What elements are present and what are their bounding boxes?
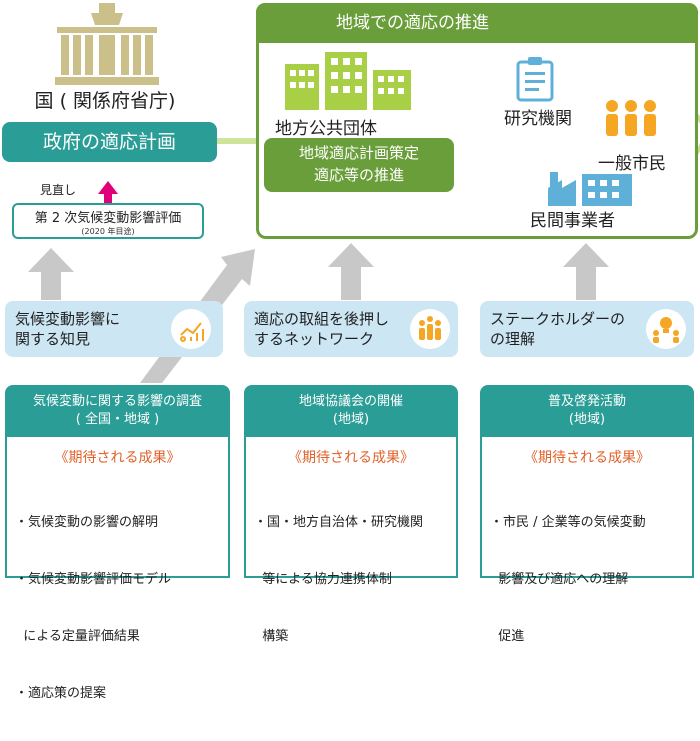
knowledge-3-line1: ステークホルダーの [490,310,626,328]
impact-assessment-date: (2020 年目途) [81,227,135,236]
lightbulb-people-icon [646,309,686,349]
outreach-heading-line2: (地域) [568,412,606,427]
government-building-icon [55,3,159,85]
impact-assessment-box: 第 2 次気候変動影響評価 (2020 年目途) [12,203,204,239]
list-item: 促進 [490,629,525,644]
clipboard-icon [516,57,554,102]
research-institution-label: 研究機関 [504,109,572,129]
council-heading-line2: (地域) [332,412,370,427]
business-label: 民間事業者 [530,211,615,231]
list-item: ・市民 / 企業等の気候変動 [490,515,646,530]
list-item: ・国・地方自治体・研究機関 [254,515,424,530]
arrow-col3 [563,243,609,300]
knowledge-box-2: 適応の取組を後押し するネットワーク [244,301,458,357]
arrow-col2 [328,243,374,300]
network-people-icon [410,309,450,349]
government-plan-box: 政府の適応計画 [2,122,217,162]
review-arrow [98,181,118,203]
list-item: による定量評価結果 [15,629,140,644]
review-label: 見直し [40,183,77,197]
council-expected-title: 《期待される成果》 [288,450,414,466]
list-item: 構築 [254,629,289,644]
list-item: ・気候変動の影響の解明 [15,515,159,530]
survey-heading-line1: 気候変動に関する影響の調査 [32,394,202,409]
council-heading: 地域協議会の開催 (地域) [244,385,458,437]
knowledge-2-line1: 適応の取組を後押し [254,310,390,328]
gov-to-region-connector [217,138,256,144]
knowledge-box-3: ステークホルダーの の理解 [480,301,694,357]
outreach-expected-title: 《期待される成果》 [524,450,650,466]
survey-results-panel: 《期待される成果》 ・気候変動の影響の解明 ・気候変動影響評価モデル による定量… [5,437,230,701]
knowledge-2-line2: するネットワーク [254,330,375,348]
local-plan-line2: 適応等の推進 [313,166,404,184]
local-government-buildings-icon [285,52,411,110]
impact-assessment-title: 第 2 次気候変動影響評価 [34,211,182,226]
outreach-heading: 普及啓発活動 (地域) [480,385,694,437]
survey-expected-title: 《期待される成果》 [54,450,181,466]
knowledge-box-1: 気候変動影響に 関する知見 [5,301,223,357]
local-government-label: 地方公共団体 [275,119,377,139]
government-label: 国 ( 関係府省庁) [34,90,176,112]
council-heading-line1: 地域協議会の開催 [298,394,403,409]
survey-heading-line2: ( 全国・地域 ) [75,412,160,427]
knowledge-1-line1: 気候変動影響に [15,310,121,328]
arrow-col1-left [28,248,74,300]
knowledge-1-line2: 関する知見 [15,330,91,348]
chart-person-icon [171,309,211,349]
knowledge-3-line2: の理解 [490,330,536,348]
regional-adaptation-title: 地域での適応の推進 [256,3,698,43]
citizen-label: 一般市民 [598,154,666,174]
council-results-panel: 《期待される成果》 ・国・地方自治体・研究機関 等による協力連携体制 構築 [244,437,458,644]
citizens-icon [606,100,656,136]
local-plan-line1: 地域適応計画策定 [298,144,419,162]
list-item: ・適応策の提案 [15,686,107,701]
survey-results-list: ・気候変動の影響の解明 ・気候変動影響評価モデル による定量評価結果 ・適応策の… [15,475,228,741]
outreach-results-panel: 《期待される成果》 ・市民 / 企業等の気候変動 影響及び適応への理解 促進 [480,437,694,644]
local-plan-box: 地域適応計画策定 適応等の推進 [264,138,454,192]
factory-icon [548,172,632,206]
outreach-heading-line1: 普及啓発活動 [547,394,626,409]
survey-heading: 気候変動に関する影響の調査 ( 全国・地域 ) [5,385,230,437]
